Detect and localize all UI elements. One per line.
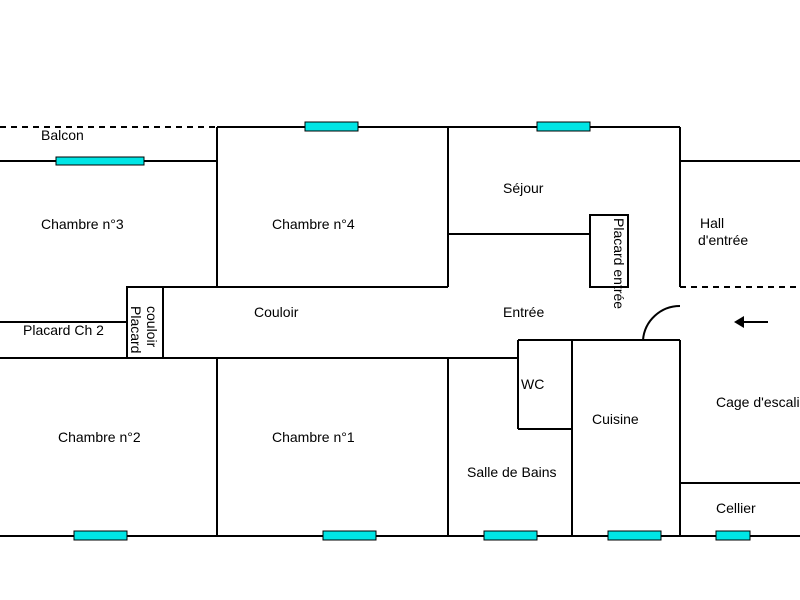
door-swing-icon [642,304,681,341]
room-label-hall-line2: d'entrée [698,232,748,248]
arrow-left-icon [734,316,768,328]
window-icon [304,121,359,132]
room-label-placard-entree: Placard entrée [611,218,627,309]
window-icon [607,530,662,541]
room-label-balcon: Balcon [41,127,84,143]
room-label-cuisine: Cuisine [592,411,639,427]
room-label-salle-de-bains: Salle de Bains [467,464,557,480]
window-icon [483,530,538,541]
room-label-chambre3: Chambre n°3 [41,216,124,232]
room-label-chambre1: Chambre n°1 [272,429,355,445]
windows [55,121,751,541]
window-icon [536,121,591,132]
walls [0,126,800,537]
room-label-placard-couloir-line2: couloir [144,306,160,348]
room-label-wc: WC [521,376,544,392]
room-label-couloir: Couloir [254,304,299,320]
window-icon [715,530,751,541]
window-icon [55,156,145,166]
window-icon [322,530,377,541]
room-label-hall-line1: Hall [700,215,724,231]
room-label-placard-ch2: Placard Ch 2 [23,322,104,338]
window-icon [73,530,128,541]
room-label-placard-couloir-line1: Placard [128,306,144,353]
room-label-cellier: Cellier [716,500,756,516]
room-label-chambre4: Chambre n°4 [272,216,355,232]
room-label-sejour: Séjour [503,180,544,196]
room-label-cage-escalier: Cage d'escalier [716,394,800,410]
room-label-entree: Entrée [503,304,544,320]
room-label-chambre2: Chambre n°2 [58,429,141,445]
